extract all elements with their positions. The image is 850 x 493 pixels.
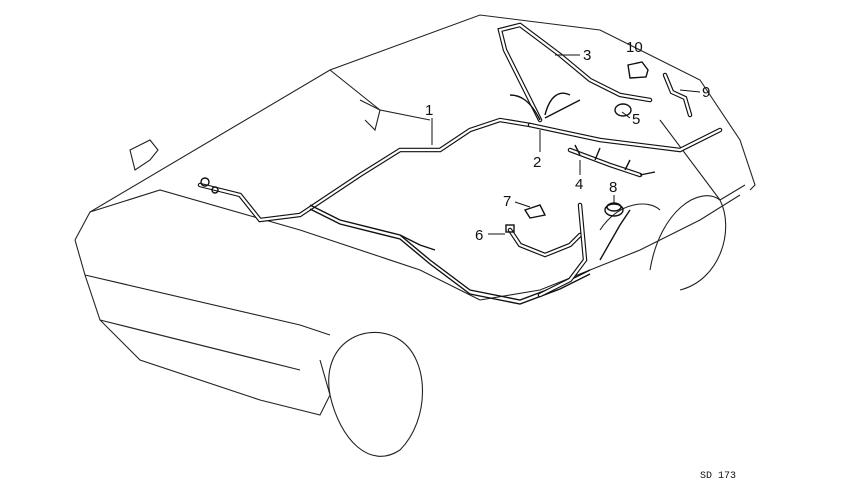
part-label-6: 6 xyxy=(475,227,483,244)
part-label-4: 4 xyxy=(575,176,583,193)
part-label-10: 10 xyxy=(626,39,643,56)
car-body-outline xyxy=(74,14,756,457)
part-label-5: 5 xyxy=(632,111,640,128)
part-label-1: 1 xyxy=(425,102,433,119)
part-label-8: 8 xyxy=(609,179,617,196)
part-label-2: 2 xyxy=(533,154,541,171)
part-10-clip xyxy=(627,61,649,79)
label-leaders xyxy=(431,54,701,235)
harness-1-main xyxy=(197,117,591,305)
part-label-9: 9 xyxy=(702,84,710,101)
harness-side xyxy=(537,202,631,298)
harness-4-rear xyxy=(567,144,656,178)
part-7-clip xyxy=(523,204,547,219)
part-label-7: 7 xyxy=(503,193,511,210)
harness-3-roof xyxy=(497,22,723,153)
part-label-3: 3 xyxy=(583,47,591,64)
harness-6 xyxy=(505,224,583,258)
part-5-grommet xyxy=(614,103,632,117)
drawing-code: SD 173 xyxy=(700,471,736,482)
part-9-lead xyxy=(662,72,693,118)
